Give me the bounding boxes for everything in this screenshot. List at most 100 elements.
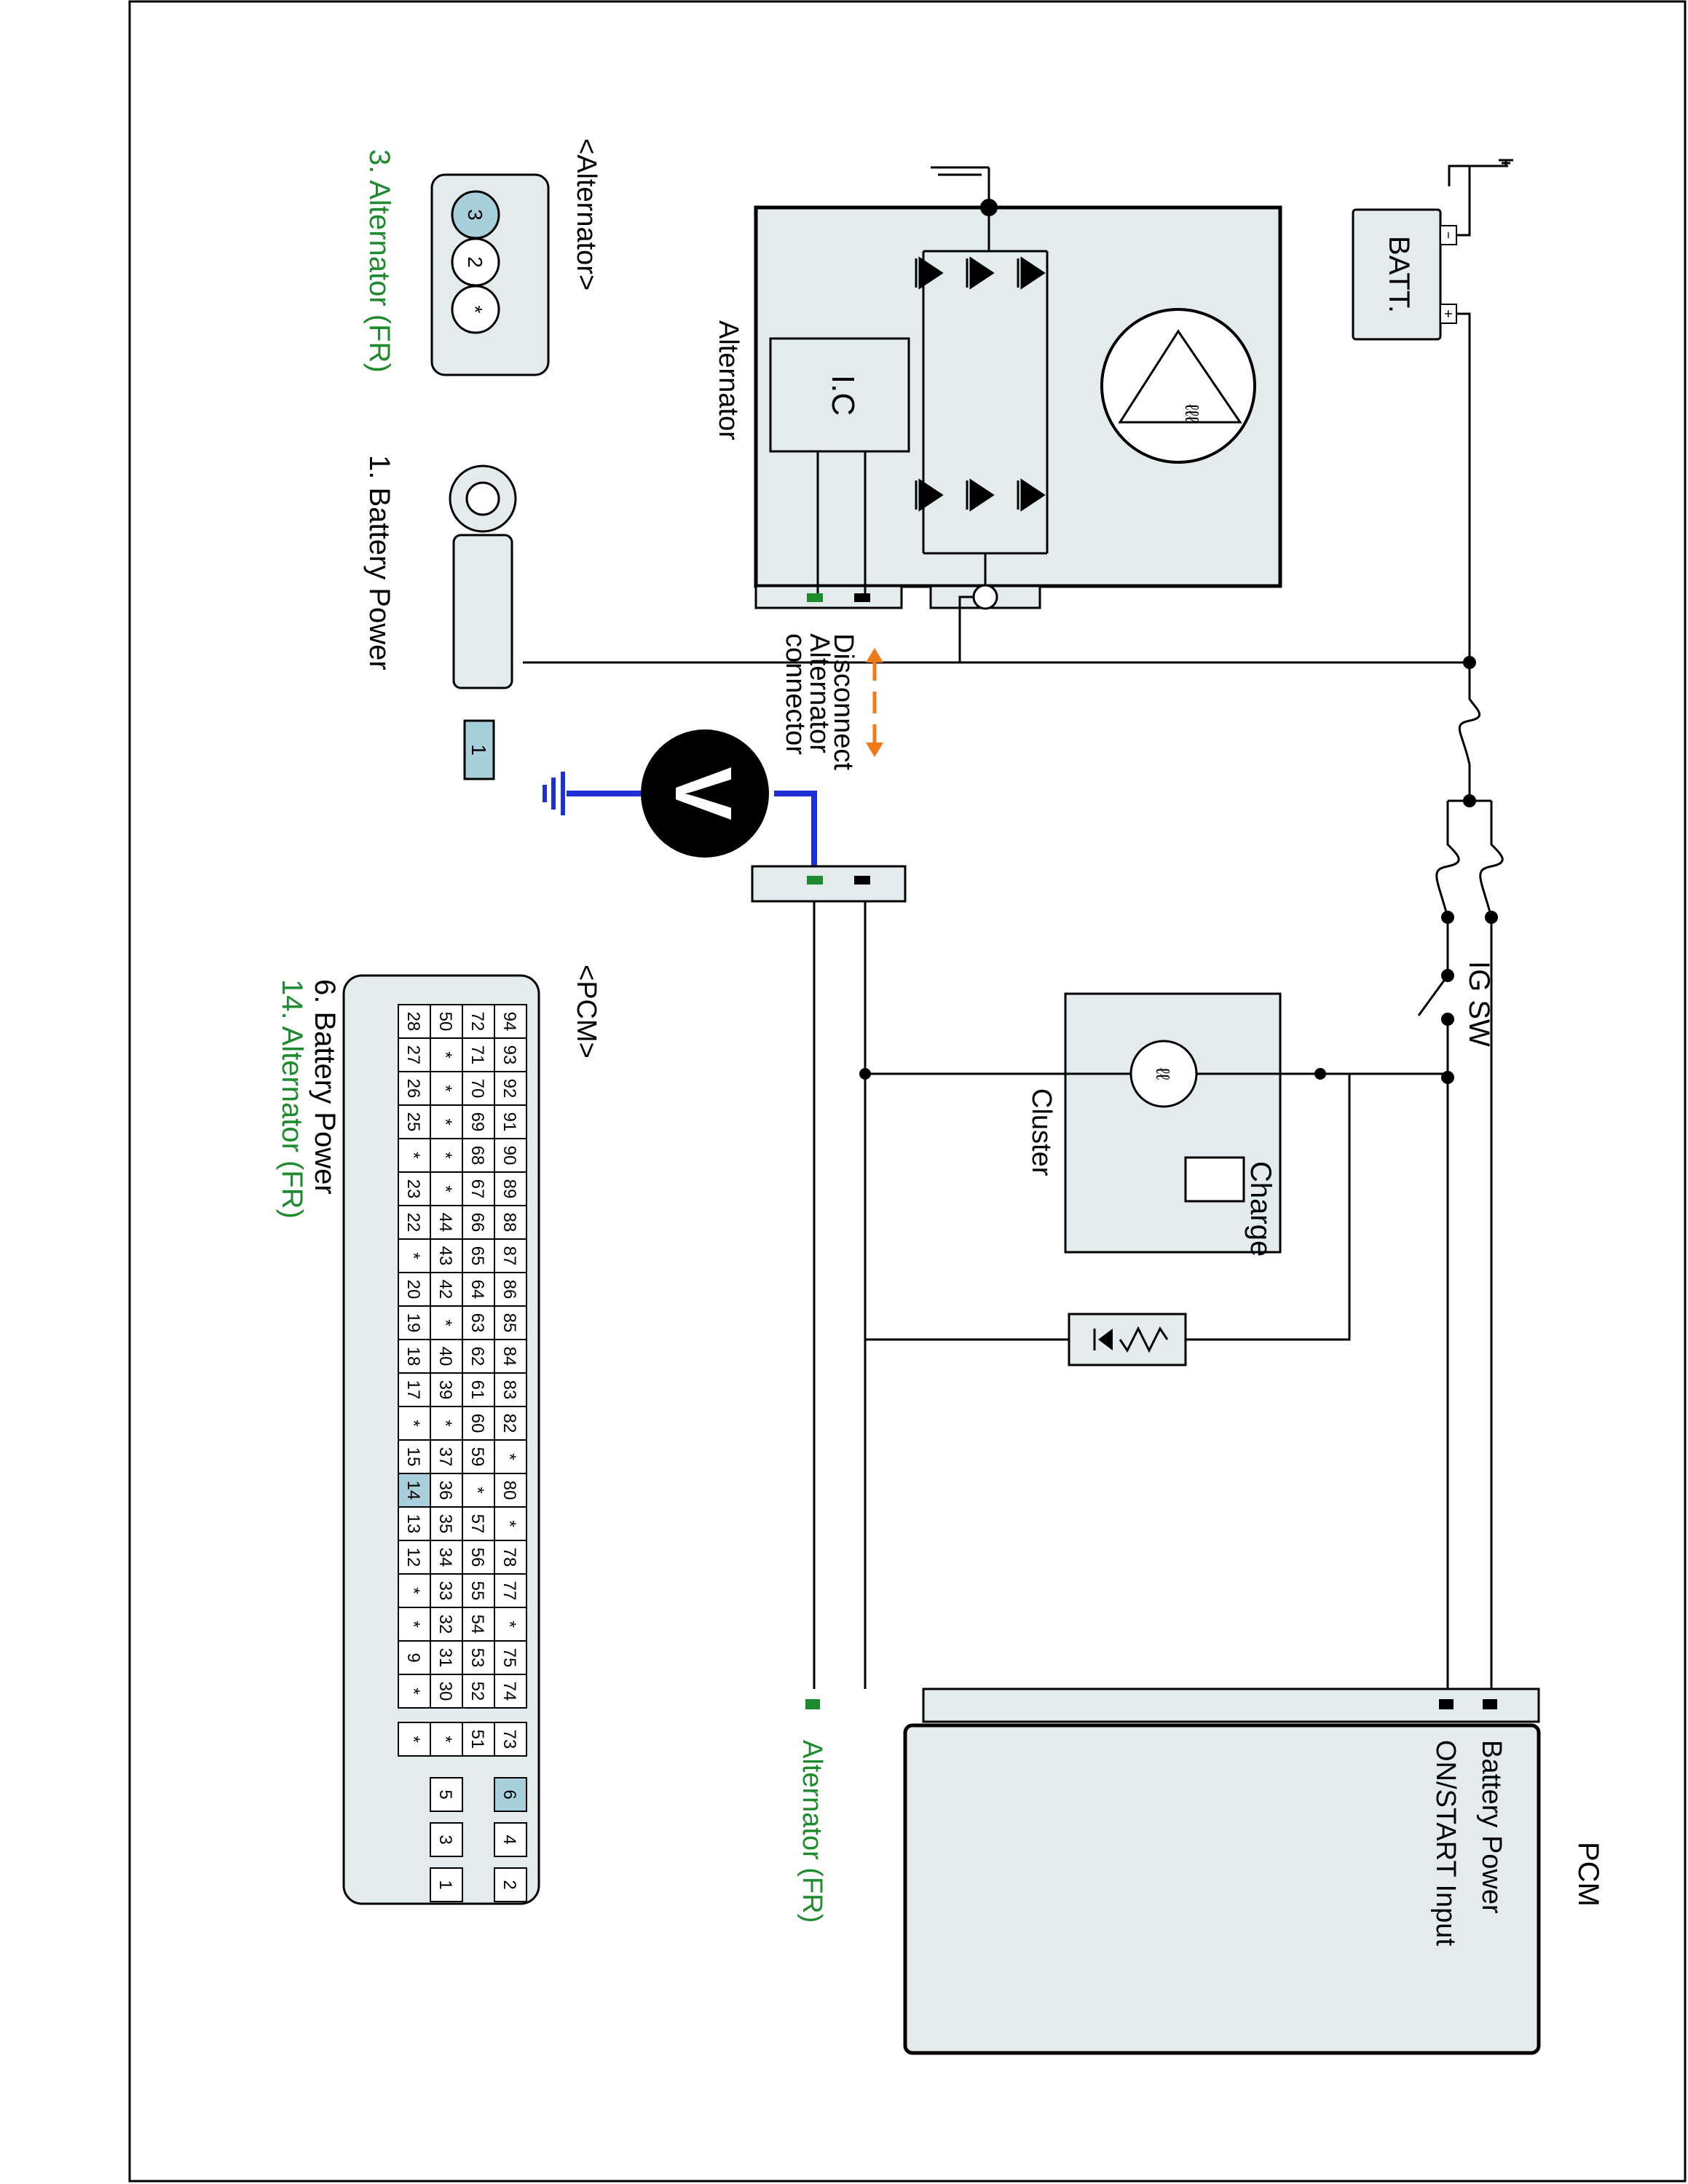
batt-terminal-pin: 1 bbox=[468, 744, 490, 756]
pcm-pin-label: 66 bbox=[468, 1213, 487, 1233]
pcm-header: PCM bbox=[1572, 1842, 1604, 1907]
pcm-pin-extra-label: * bbox=[403, 1736, 423, 1742]
alt-connector-title: <Alternator> bbox=[571, 138, 602, 290]
pcm-pin-label: 37 bbox=[435, 1447, 455, 1467]
pcm-box: PCM Battery Power ON/START Input Alterna… bbox=[797, 1688, 1604, 2055]
pcm-pin-label: 86 bbox=[500, 1280, 519, 1299]
pcm-pin-label: 62 bbox=[468, 1347, 487, 1366]
pcm-pin-label: 74 bbox=[500, 1682, 519, 1701]
pcm-pin-label: * bbox=[468, 1487, 487, 1493]
pcm-pin-label: 18 bbox=[403, 1347, 423, 1366]
pcm-pin-label: * bbox=[435, 1319, 455, 1326]
batt-terminal-callout: 1. Battery Power bbox=[363, 455, 395, 670]
pcm-pin-label: 69 bbox=[468, 1112, 487, 1132]
pcm-pin-label: 60 bbox=[468, 1414, 487, 1433]
pcm-pin-label: * bbox=[435, 1185, 455, 1192]
pcm-pin-label: * bbox=[403, 1152, 423, 1158]
pcm-pin-label: 57 bbox=[468, 1514, 487, 1534]
pcm-pin-label: * bbox=[500, 1621, 519, 1627]
ic-label: I.C bbox=[825, 375, 861, 416]
pcm-pin-label: 80 bbox=[500, 1481, 519, 1500]
pcm-pin-label: 42 bbox=[435, 1280, 455, 1299]
pcm-pin-label: * bbox=[435, 1051, 455, 1058]
pcm-power-pin bbox=[494, 1822, 527, 1857]
pcm-pin-label: 83 bbox=[500, 1380, 519, 1400]
pcm-pin-label: 34 bbox=[435, 1548, 455, 1567]
ig-sw-label: IG SW bbox=[1463, 961, 1495, 1047]
pcm-pin-label: 53 bbox=[468, 1648, 487, 1668]
pcm-pin-label: 25 bbox=[403, 1112, 423, 1132]
pcm-pin-label: * bbox=[403, 1621, 423, 1627]
pcm-pin-label: 72 bbox=[468, 1012, 487, 1032]
alt-pin-callout: 3. Alternator (FR) bbox=[363, 149, 395, 373]
alt-pin-3: 3 bbox=[464, 209, 486, 221]
pcm-battery-power: Battery Power bbox=[1476, 1740, 1507, 1914]
pcm-pin-label: 82 bbox=[500, 1414, 519, 1433]
pcm-pin-label: 77 bbox=[500, 1581, 519, 1601]
pcm-pin-label: 20 bbox=[403, 1280, 423, 1299]
pcm-pin-label: * bbox=[403, 1252, 423, 1259]
pcm-pin-14: 14. Alternator (FR) bbox=[276, 979, 308, 1219]
pcm-pin bbox=[398, 1674, 431, 1709]
pcm-pin-label: 17 bbox=[403, 1380, 423, 1400]
pcm-pin-extra-label: * bbox=[435, 1736, 455, 1742]
pcm-pin-label: 26 bbox=[403, 1079, 423, 1099]
pcm-pin-label: * bbox=[435, 1420, 455, 1426]
cluster-label: Cluster bbox=[1026, 1088, 1057, 1176]
pcm-pin-label: 68 bbox=[468, 1146, 487, 1166]
disconnect-line-3: connector bbox=[780, 633, 811, 755]
alternator-label: Alternator bbox=[713, 320, 744, 440]
pcm-pin-label: 28 bbox=[403, 1012, 423, 1032]
svg-text:+: + bbox=[1440, 309, 1456, 318]
pcm-pin-label: 14 bbox=[403, 1481, 423, 1500]
pcm-power-pin-label: 5 bbox=[435, 1789, 455, 1799]
svg-text:ℓℓ: ℓℓ bbox=[1152, 1068, 1174, 1080]
pcm-pin-extra-label: 73 bbox=[500, 1730, 519, 1749]
pcm-pin-label: 22 bbox=[403, 1213, 423, 1233]
pcm-power-pin-label: 1 bbox=[435, 1880, 455, 1889]
batt-label: BATT. bbox=[1383, 236, 1415, 313]
pcm-power-pin bbox=[430, 1822, 463, 1857]
pcm-pin-label: 43 bbox=[435, 1246, 455, 1266]
pcm-pin-label: * bbox=[435, 1152, 455, 1158]
pcm-pin-label: 40 bbox=[435, 1347, 455, 1366]
alternator-connector-detail: <Alternator> 3 2 * 3. Alternator (FR) bbox=[363, 138, 602, 376]
pcm-pin-label: 85 bbox=[500, 1313, 519, 1333]
pcm-pin-label: 89 bbox=[500, 1179, 519, 1199]
pcm-power-pin bbox=[430, 1867, 463, 1902]
cluster: ℓℓ Charge Cluster bbox=[859, 992, 1448, 1366]
pcm-pin-label: * bbox=[403, 1587, 423, 1594]
pcm-pin-label: 33 bbox=[435, 1581, 455, 1601]
pcm-pin-label: 65 bbox=[468, 1246, 487, 1266]
battery-terminal-detail: 1. Battery Power 1 bbox=[363, 455, 517, 780]
pcm-pin-label: 63 bbox=[468, 1313, 487, 1333]
pcm-power-pin bbox=[494, 1777, 527, 1812]
pcm-pin-label: 59 bbox=[468, 1447, 487, 1467]
pcm-pin-label: 52 bbox=[468, 1682, 487, 1701]
pcm-pin-label: * bbox=[403, 1688, 423, 1694]
charge-label: Charge bbox=[1245, 1161, 1277, 1257]
alt-pin-star: * bbox=[464, 306, 486, 314]
pcm-pin-extra bbox=[398, 1722, 431, 1757]
pcm-pin-label: 39 bbox=[435, 1380, 455, 1400]
disconnect-line-1: Disconnect bbox=[828, 633, 859, 770]
pcm-pin-label: 44 bbox=[435, 1213, 455, 1233]
pcm-on-start: ON/START Input bbox=[1430, 1740, 1461, 1946]
pcm-pin-label: 87 bbox=[500, 1246, 519, 1266]
pcm-pin-extra-label: 51 bbox=[468, 1730, 487, 1749]
pcm-pin-label: 55 bbox=[468, 1581, 487, 1601]
pcm-pin-label: 27 bbox=[403, 1045, 423, 1065]
pcm-power-pin bbox=[494, 1867, 527, 1902]
pcm-power-pin bbox=[430, 1777, 463, 1812]
pcm-pin-label: 78 bbox=[500, 1548, 519, 1567]
pcm-pin-label: * bbox=[500, 1453, 519, 1460]
pcm-pin-label: 54 bbox=[468, 1615, 487, 1634]
pcm-power-pin-label: 6 bbox=[500, 1789, 519, 1799]
pcm-pin-label: 92 bbox=[500, 1079, 519, 1099]
pcm-pin-label: 90 bbox=[500, 1146, 519, 1166]
voltmeter: V bbox=[543, 729, 817, 870]
pcm-pin-label: 50 bbox=[435, 1012, 455, 1032]
pcm-pin-6: 6. Battery Power bbox=[309, 979, 341, 1195]
disconnect-line-2: Alternator bbox=[804, 633, 835, 753]
